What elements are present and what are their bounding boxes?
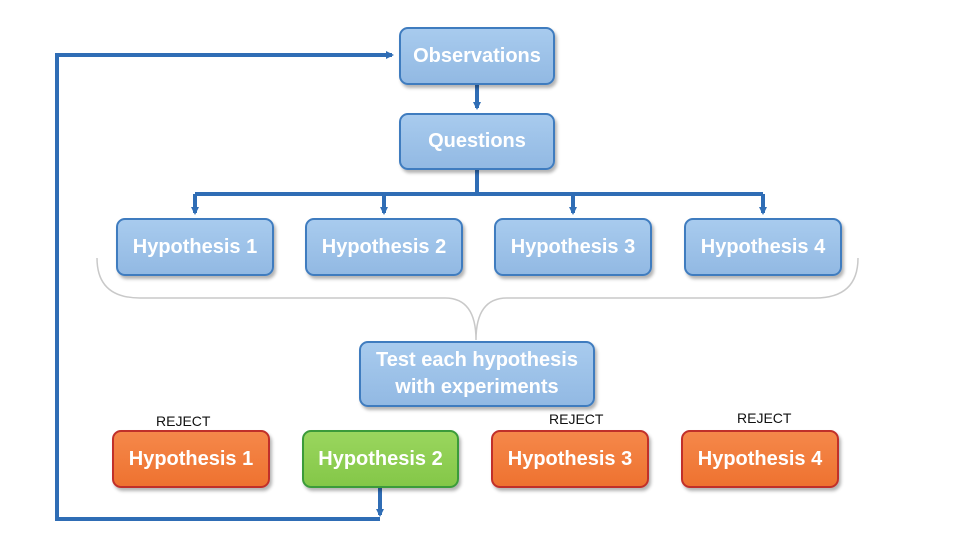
result-label-1: Hypothesis 1	[128, 447, 254, 470]
questions-label: Questions	[428, 130, 526, 152]
result-node-3: Hypothesis 3	[491, 430, 649, 488]
questions-node: Questions	[399, 113, 555, 170]
result-node-4: Hypothesis 4	[681, 430, 839, 488]
result-label-4: Hypothesis 4	[697, 447, 823, 470]
result-node-1: Hypothesis 1	[112, 430, 270, 488]
hypothesis-label-3: Hypothesis 3	[510, 235, 636, 258]
reject-label-3: REJECT	[549, 411, 604, 427]
reject-label-1: REJECT	[156, 413, 211, 429]
branch-questions-to-hypotheses	[191, 168, 767, 215]
hypothesis-node-4: Hypothesis 4	[684, 218, 842, 276]
hypothesis-label-4: Hypothesis 4	[700, 235, 826, 258]
test-label-line-2: with experiments	[395, 376, 559, 398]
observations-label: Observations	[413, 44, 541, 67]
observations-node: Observations	[399, 27, 555, 85]
hypothesis-node-1: Hypothesis 1	[116, 218, 274, 276]
hypothesis-node-3: Hypothesis 3	[494, 218, 652, 276]
result-label-3: Hypothesis 3	[507, 447, 633, 470]
test-label-line-1: Test each hypothesis	[376, 349, 578, 371]
grouping-brace	[96, 257, 859, 341]
hypothesis-label-1: Hypothesis 1	[132, 235, 258, 258]
result-node-2: Hypothesis 2	[302, 430, 459, 488]
result-label-2: Hypothesis 2	[318, 447, 443, 470]
test-node: Test each hypothesis with experiments	[359, 341, 595, 407]
feedback-loop	[55, 51, 394, 521]
hypothesis-node-2: Hypothesis 2	[305, 218, 463, 276]
reject-label-4: REJECT	[737, 410, 792, 426]
hypothesis-label-2: Hypothesis 2	[321, 235, 447, 258]
